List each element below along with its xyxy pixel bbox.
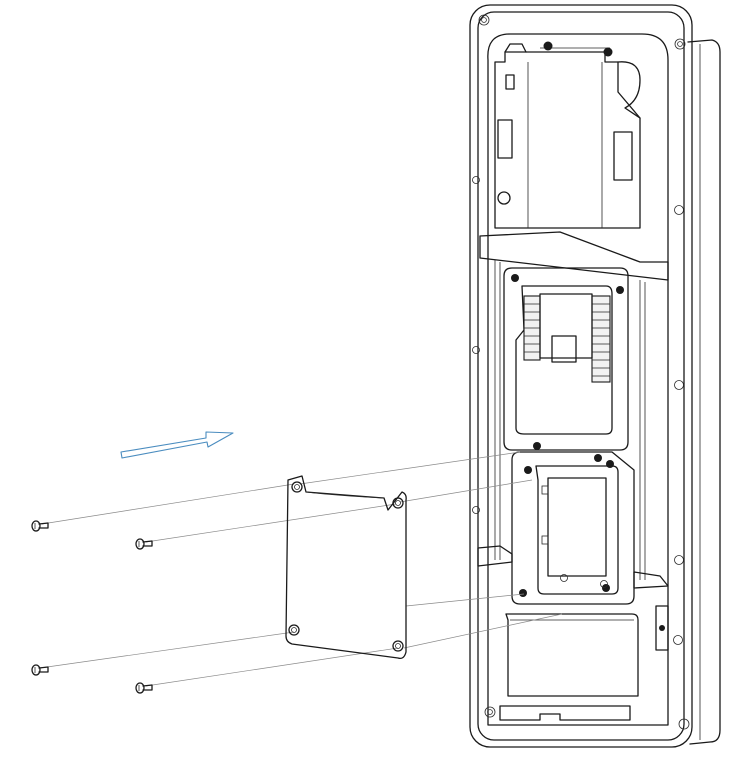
guide-cover-to-housing-2 [399, 479, 533, 503]
left-rail [494, 260, 501, 560]
housing-outer [469, 4, 693, 748]
guide-cover-to-housing-4 [403, 613, 563, 649]
bracket-hook-left [504, 43, 527, 53]
cable-channel-right [633, 571, 669, 589]
guide-cover-to-housing-3 [405, 593, 525, 607]
lower-compartment-pcb [547, 477, 607, 577]
comp-screw-br [594, 454, 602, 462]
cable-channel-left [477, 545, 513, 567]
cover-plate [285, 475, 407, 660]
comp-screw-tl [511, 274, 519, 282]
terminal-connector [551, 335, 577, 363]
cover-hole-br [392, 640, 404, 652]
cover-plate-outline [285, 475, 407, 660]
lower-comp-clip-2 [541, 535, 549, 545]
top-screw-right [603, 47, 613, 57]
cover-plate-notch-edge [305, 491, 385, 499]
lower-screw-bl [519, 589, 527, 597]
guide-screw-4-to-cover [145, 647, 399, 687]
lower-comp-clip-1 [541, 485, 549, 495]
bracket-slot-top [505, 74, 515, 90]
rim-holes [472, 14, 690, 730]
bracket-slot-right [613, 131, 633, 181]
lower-screw-br [602, 584, 610, 592]
comp-screw-tr [616, 286, 624, 294]
housing-rim [477, 11, 685, 741]
lower-compartment-outer [511, 451, 635, 605]
housing-inner-panel [487, 33, 669, 726]
screw-icon [31, 520, 49, 532]
guide-cover-to-housing-1 [299, 451, 521, 485]
terminal-block-right [591, 295, 611, 383]
top-bracket [494, 51, 641, 229]
terminal-block-left [523, 295, 541, 361]
cable-clip-top [617, 61, 641, 119]
guide-screw-3-to-cover [39, 631, 295, 669]
bracket-hole [497, 191, 511, 205]
side-slot [655, 605, 669, 651]
side-slot-screw [659, 625, 665, 631]
screw-icon [135, 682, 153, 694]
bracket-slot-left [497, 119, 513, 159]
cover-hole-bl [288, 624, 300, 636]
bottom-compartment [505, 613, 639, 697]
housing-ridge [479, 231, 669, 281]
top-screw-left [543, 41, 553, 51]
lower-pcb-hole-2 [600, 580, 608, 588]
lower-compartment-inner [535, 465, 619, 595]
terminal-compartment-inner [515, 285, 613, 435]
bottom-lip [499, 705, 631, 721]
guide-screw-1-to-cover [41, 483, 295, 525]
guide-screw-2-to-cover [145, 503, 397, 543]
direction-arrow-icon [120, 431, 234, 459]
lower-pcb-hole-1 [560, 574, 568, 582]
terminal-pcb [539, 293, 593, 359]
bracket-panel-lines [527, 62, 603, 228]
terminal-compartment-outer [503, 267, 629, 451]
cover-hole-tl [291, 481, 303, 493]
alignment-guides [39, 451, 563, 687]
screw-icon [31, 664, 49, 676]
cover-hole-tr [392, 497, 404, 509]
device-housing [469, 4, 721, 748]
housing-side-edge [687, 39, 721, 745]
lower-screw-tr [606, 460, 614, 468]
right-rail [639, 280, 646, 580]
comp-screw-bl [533, 442, 541, 450]
screw-icon [135, 538, 153, 550]
lower-screw-tl [524, 466, 532, 474]
